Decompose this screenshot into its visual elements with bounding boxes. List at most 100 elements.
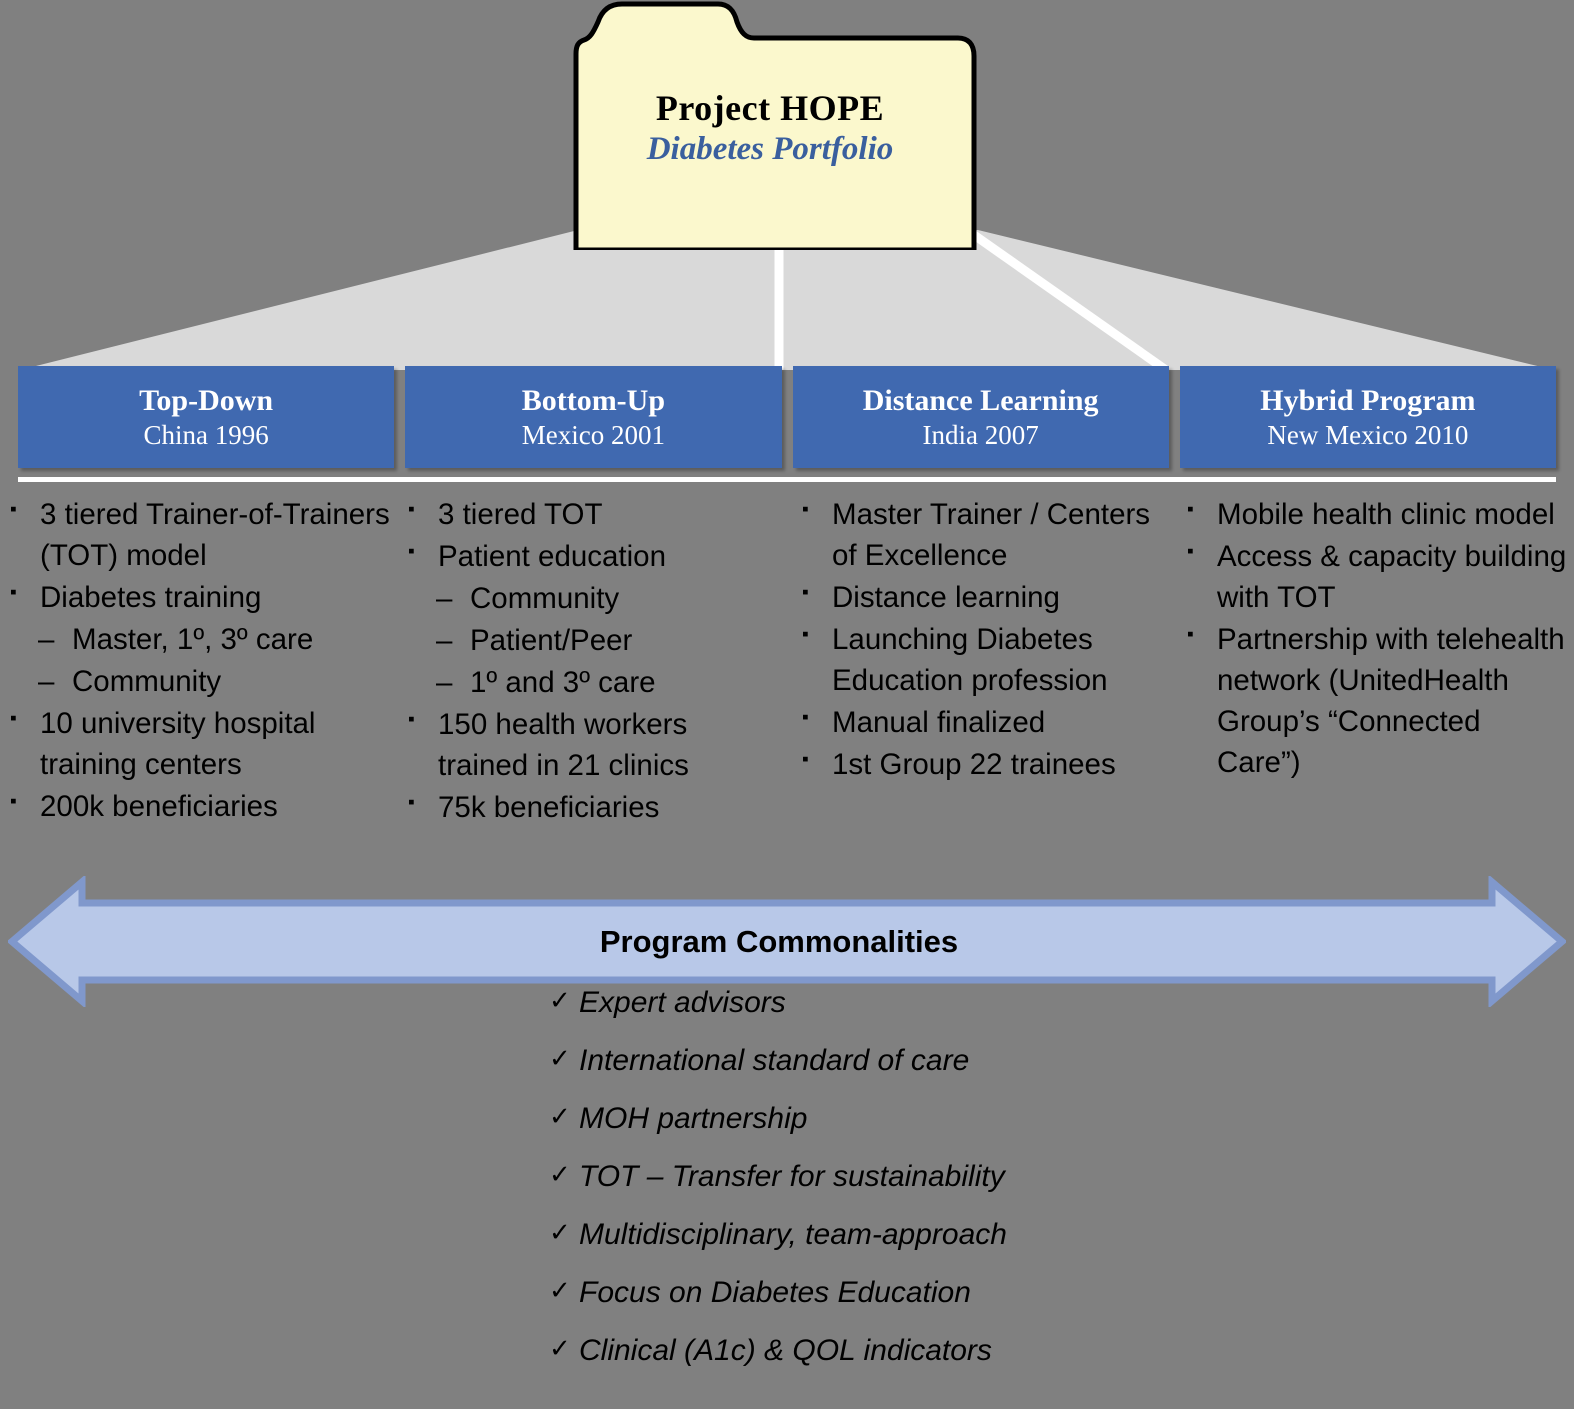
dash-bullet-icon: – [436,666,453,699]
square-bullet-icon: ▪ [408,709,415,730]
bullet-list-1: ▪ 3 tiered Trainer-of-Trainers (TOT) mode… [10,494,394,827]
bullet-text: 75k beneficiaries [438,791,660,824]
square-bullet-icon: ▪ [802,707,809,728]
folder-icon [573,1,977,250]
square-bullet-icon: ▪ [802,624,809,645]
bullet-list-2: ▪3 tiered TOT▪Patient education–Communit… [408,494,784,828]
bullet-item: –Patient/Peer [408,620,784,661]
commonality-text: MOH partnership [579,1102,808,1135]
bullet-item: ▪ Mobile health clinic model [1187,494,1568,535]
dash-bullet-icon: – [436,624,453,657]
square-bullet-icon: ▪ [408,792,415,813]
check-icon: ✓ [549,1159,571,1189]
commonality-text: Clinical (A1c) & QOL indicators [579,1334,992,1367]
bullet-text: Master, 1º, 3º care [72,623,314,656]
square-bullet-icon: ▪ [408,541,415,562]
bullet-item: ▪10 university hospital training centers [10,703,394,785]
column-bottom-up-details: ▪3 tiered TOT▪Patient education–Communit… [400,494,790,829]
program-header-bottom-up[interactable]: Bottom-Up Mexico 2001 [405,366,782,468]
commonality-item: ✓ Focus on Diabetes Education [549,1275,1249,1309]
bullet-item: –Community [10,661,394,702]
program-subtitle-4: New Mexico 2010 [1267,419,1469,450]
bullet-text: 3 tiered TOT [438,498,603,531]
square-bullet-icon: ▪ [1187,499,1194,520]
square-bullet-icon: ▪ [802,749,809,770]
commonality-text: Multidisciplinary, team-approach [579,1218,1007,1251]
bullet-text: Partnership with telehealth network (Uni… [1217,623,1565,779]
column-top-down-details: ▪ 3 tiered Trainer-of-Trainers (TOT) mode… [0,494,400,829]
fan-connector [20,230,1554,370]
bullet-item: ▪ 3 tiered TOT [408,494,784,535]
header-divider-line [18,477,1556,482]
bullet-text: 1st Group 22 trainees [832,748,1116,781]
commonality-item: ✓International standard of care [549,1045,1249,1076]
bullet-item: –Master, 1º, 3º care [10,619,394,660]
folder-shape: Project HOPE Diabetes Portfolio [560,0,980,250]
check-icon: ✓ [549,1333,571,1363]
bullet-text: Patient education [438,540,666,573]
column-hybrid-program-details: ▪ Mobile health clinic model ▪ Access & cap… [1175,494,1574,829]
square-bullet-icon: ▪ [408,499,415,520]
bullet-text: Manual finalized [832,706,1046,739]
square-bullet-icon: ▪ [10,499,17,520]
program-detail-columns: ▪ 3 tiered Trainer-of-Trainers (TOT) mode… [0,494,1574,829]
bullet-item: ▪ Access & capacity building with TOT [1187,536,1568,618]
bullet-text: 150 health workers trained in 21 clinics [438,708,689,782]
program-subtitle-2: Mexico 2001 [521,419,665,450]
arrow-label-wrap: Program Commonalities [8,876,1566,1007]
bullet-text: Patient/Peer [470,624,633,657]
check-icon: ✓ [549,1217,571,1247]
bullet-item: ▪ 1st Group 22 trainees [802,744,1169,785]
program-title-2: Bottom-Up [521,384,666,418]
program-subtitle-3: India 2007 [922,419,1039,450]
bullet-item: ▪ 150 health workers trained in 21 clinic… [408,704,784,786]
bullet-item: ▪ Patient education [408,536,784,577]
square-bullet-icon: ▪ [1187,624,1194,645]
square-bullet-icon: ▪ [802,582,809,603]
commonalities-list: ✓Expert advisors✓International standard … [549,986,1249,1394]
bullet-item: ▪ Master Trainer / Centers of Excellence [802,494,1169,576]
commonality-text: Focus on Diabetes Education [579,1276,971,1309]
program-title-4: Hybrid Program [1260,384,1476,418]
bullet-list-4: ▪ Mobile health clinic model ▪ Access & cap… [1187,494,1568,783]
square-bullet-icon: ▪ [1187,541,1194,562]
check-icon: ✓ [549,1275,571,1305]
bullet-item: –Community [408,578,784,619]
bullet-text: Launching Diabetes Education profession [832,623,1108,697]
check-icon: ✓ [549,1101,571,1131]
bullet-item: –1º and 3º care [408,662,784,703]
bullet-text: Master Trainer / Centers of Excellence [832,498,1151,572]
bullet-text: Community [72,665,222,698]
commonality-text: TOT – Transfer for sustainability [579,1160,1005,1193]
bullet-item: ▪ 3 tiered Trainer-of-Trainers (TOT) mode… [10,494,394,576]
bullet-text: 1º and 3º care [470,666,656,699]
bullet-text: 10 university hospital training centers [40,707,316,781]
commonality-item: ✓ TOT – Transfer for sustainability [549,1159,1249,1193]
program-header-distance-learning[interactable]: Distance Learning India 2007 [792,366,1169,468]
bullet-text: Access & capacity building with TOT [1217,540,1567,614]
commonality-text: Expert advisors [579,986,786,1019]
commonality-item: ✓ Multidisciplinary, team-approach [549,1217,1249,1251]
program-header-top-down[interactable]: Top-Down China 1996 [18,366,395,468]
program-subtitle-1: China 1996 [143,419,269,450]
square-bullet-icon: ▪ [802,499,809,520]
bullet-text: Diabetes training [40,581,262,614]
commonality-item: ✓ MOH partnership [549,1101,1249,1135]
bullet-text: Community [470,582,620,615]
dash-bullet-icon: – [38,665,55,698]
bullet-item: ▪ Distance learning [802,577,1169,618]
bullet-item: ▪ Manual finalized [802,702,1169,743]
bullet-text: 200k beneficiaries [40,790,278,823]
dash-bullet-icon: – [38,623,55,656]
bullet-text: 3 tiered Trainer-of-Trainers (TOT) model [40,498,390,572]
commonality-item: ✓Expert advisors [549,986,1249,1019]
program-header-hybrid-program[interactable]: Hybrid Program New Mexico 2010 [1179,366,1556,468]
bullet-item: ▪ 75k beneficiaries [408,787,784,828]
bullet-text: Distance learning [832,581,1060,614]
program-title-1: Top-Down [139,384,274,418]
bullet-text: Mobile health clinic model [1217,498,1555,531]
dash-bullet-icon: – [436,582,453,615]
square-bullet-icon: ▪ [10,582,17,603]
square-bullet-icon: ▪ [10,791,17,812]
